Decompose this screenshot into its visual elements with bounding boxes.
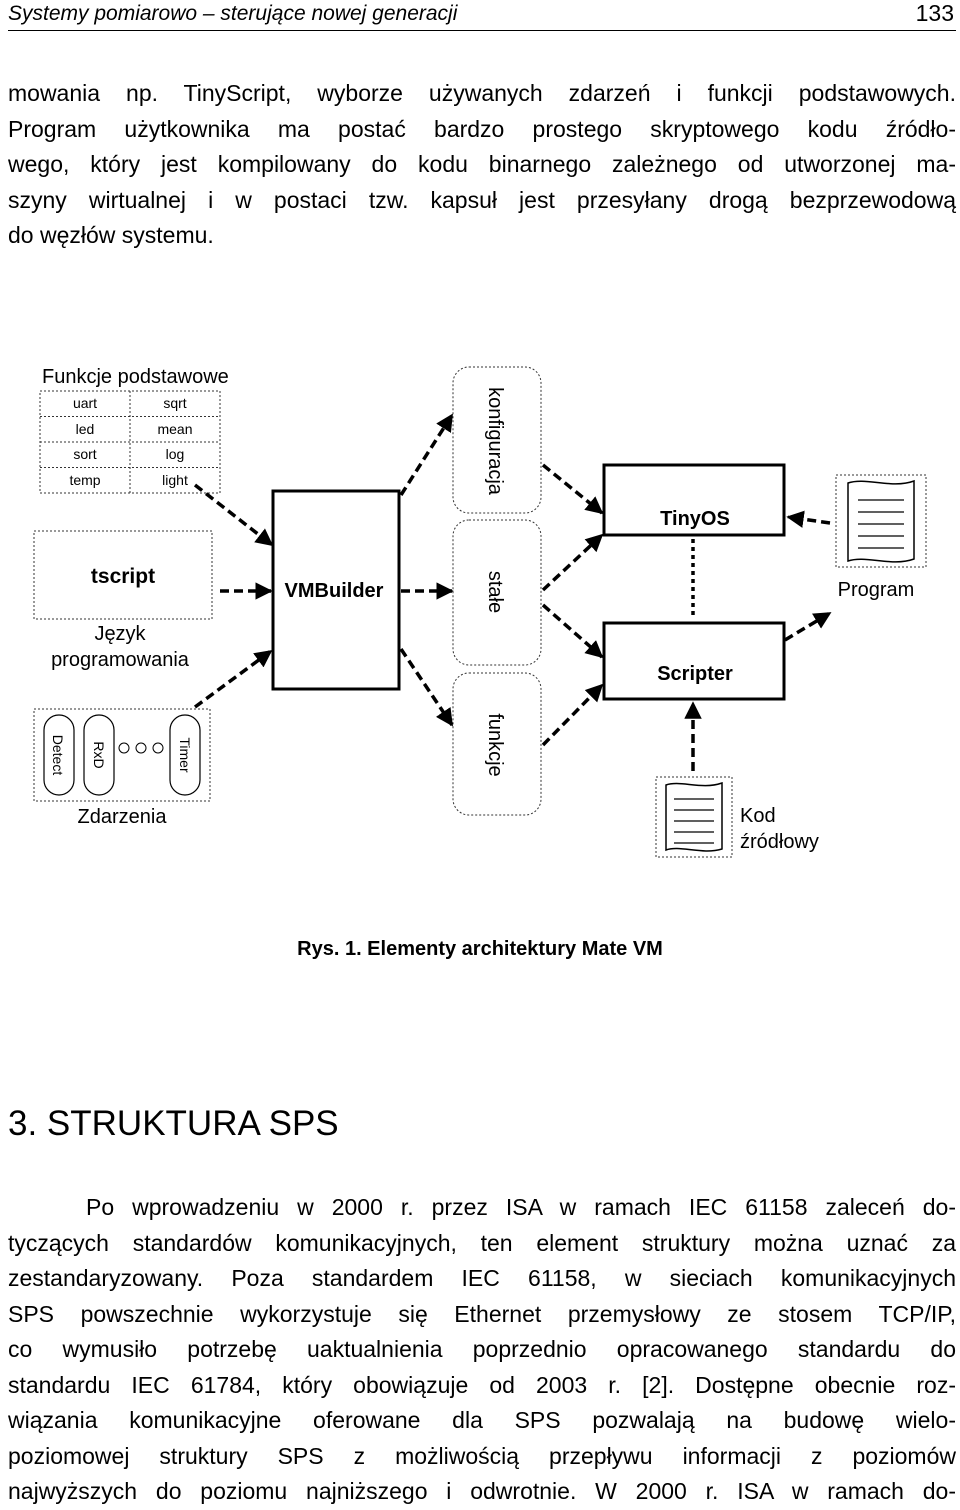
running-header: Systemy pomiarowo – sterujące nowej gene… [8,0,956,31]
config-label: konfiguracja [484,387,506,496]
text-line: co wymusiło potrzebę uaktualnienia poprz… [8,1336,956,1362]
text-line: do węzłów systemu. [8,222,214,248]
vmbuilder-box [271,489,401,691]
text-line: mowania np. TinyScript, wyborze używanyc… [8,80,956,106]
source-code-label: źródłowy [740,831,819,853]
program-box [835,474,927,568]
event-pill [169,714,201,796]
flow-arrows [193,413,832,771]
running-header-title: Systemy pomiarowo – sterujące nowej gene… [8,2,458,25]
architecture-diagram: Funkcje podstawowe uart sqrt led mean so… [0,355,960,885]
document-lines [858,499,904,549]
ellipsis-dot [135,742,147,754]
event-label: Detect [50,735,66,776]
source-document-icon [665,781,723,852]
page-number: 133 [915,0,954,26]
event-label: Timer [177,737,193,773]
function-cell: light [162,472,188,488]
tscript-box [33,530,213,620]
program-label: Program [838,579,915,601]
function-cell: uart [73,395,97,411]
events-box [33,708,211,802]
intro-paragraph: mowania np. TinyScript, wyborze używanyc… [8,76,956,254]
tinyos-box [602,463,786,537]
body-paragraph: Po wprowadzeniu w 2000 r. przez ISA w ra… [8,1190,956,1510]
event-pill [83,714,115,796]
ellipsis-dot [118,742,130,754]
scripter-label: Scripter [657,663,733,685]
program-document-icon [847,479,915,563]
tinyos-label: TinyOS [660,508,730,530]
tscript-label: tscript [91,565,155,588]
text-line: standardu IEC 61784, który obowiązuje od… [8,1371,956,1398]
text-line: zestandaryzowany. Poza standardem IEC 61… [8,1265,956,1291]
event-label: RxD [91,741,107,768]
figure-caption: Rys. 1. Elementy architektury Mate VM [297,938,663,960]
function-cell: temp [69,472,100,488]
text-line: wego, który jest kompilowany do kodu bin… [8,151,956,177]
functions-box [452,672,542,816]
vmbuilder-label: VMBuilder [285,580,384,602]
text-line: SPS powszechnie wykorzystuje się Etherne… [8,1300,956,1327]
ellipsis-dot [152,742,164,754]
document-lines [674,798,714,844]
basic-functions-table [39,390,221,494]
language-label: Język [94,623,146,645]
text-line: tyczących standardów komunikacyjnych, te… [8,1229,956,1256]
text-line: Po wprowadzeniu w 2000 r. przez ISA w ra… [86,1194,956,1220]
text-line: Program użytkownika ma postać bardzo pro… [8,115,956,142]
function-cell: log [166,446,185,462]
section-title: 3. STRUKTURA SPS [8,1104,339,1143]
text-line: wiązania komunikacyjne oferowane dla SPS… [8,1407,956,1433]
text-line: najwyższych do poziomu najniższego i odw… [8,1478,956,1504]
language-label: programowania [51,649,190,671]
constants-label: stałe [484,571,506,613]
function-cell: led [76,421,95,437]
events-title: Zdarzenia [78,806,168,828]
function-cell: sort [73,446,96,462]
config-box [452,366,542,514]
function-cell: mean [157,421,192,437]
function-cell: sqrt [163,395,186,411]
functions-label: funkcje [484,713,506,776]
source-code-box [655,776,733,858]
source-code-label: Kod [740,805,776,827]
text-line: poziomowej struktury SPS z możliwością p… [8,1442,956,1469]
event-pill [43,714,75,796]
scripter-box [602,621,786,701]
text-line: szyny wirtualnej i w postaci tzw. kapsuł… [8,186,956,213]
basic-functions-title: Funkcje podstawowe [42,366,229,388]
